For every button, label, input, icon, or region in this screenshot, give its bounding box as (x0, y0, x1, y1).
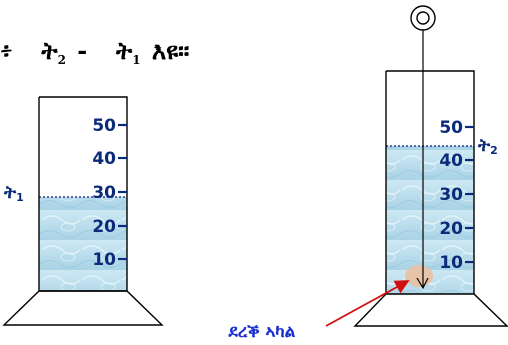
formula-minus: - (77, 36, 88, 65)
object-hook (416, 277, 429, 290)
left-tick-label-50: 50 (92, 116, 116, 136)
left-level-label: ት1 (3, 182, 24, 204)
suspension-ring-inner (416, 11, 430, 25)
volume-formula: ፥ ት2 - ት1 እዩ። (0, 36, 189, 67)
left-water (39, 197, 127, 291)
right-level-subscript: 2 (490, 144, 498, 157)
formula-term-b-subscript: 1 (132, 53, 141, 67)
right-cylinder-base (353, 293, 508, 327)
left-level-letter: ት (3, 182, 17, 203)
right-tick-label-30: 30 (439, 185, 463, 205)
formula-term-a-subscript: 2 (57, 53, 66, 67)
formula-separator: ፥ (0, 36, 13, 65)
formula-term-b: ት (115, 36, 133, 65)
left-tick-label-30: 30 (92, 183, 116, 203)
left-tick-label-40: 40 (92, 149, 116, 169)
right-tick-label-10: 10 (439, 253, 463, 273)
immersed-object (405, 265, 433, 287)
right-tick-label-50: 50 (439, 118, 463, 138)
formula-suffix: እዩ። (151, 36, 190, 65)
left-tick-label-10: 10 (92, 250, 116, 270)
formula-term-a: ት (41, 36, 58, 65)
left-tick-label-20: 20 (92, 217, 116, 237)
right-tick-label-20: 20 (439, 219, 463, 239)
right-cylinder-wall (385, 70, 475, 294)
object-pointer-arrow (325, 280, 410, 327)
object-label: ደረቕ ኣካል (228, 322, 296, 342)
left-cylinder-base (2, 290, 164, 326)
left-level-subscript: 1 (16, 191, 24, 204)
right-tick-label-40: 40 (439, 151, 463, 171)
right-cylinder: 10 20 30 40 50 ት2 ደረቕ ኣካል (228, 5, 508, 342)
right-level-label: ት2 (477, 135, 498, 157)
right-level-letter: ት (477, 135, 491, 156)
left-cylinder: 10 20 30 40 50 ት1 (2, 96, 164, 326)
